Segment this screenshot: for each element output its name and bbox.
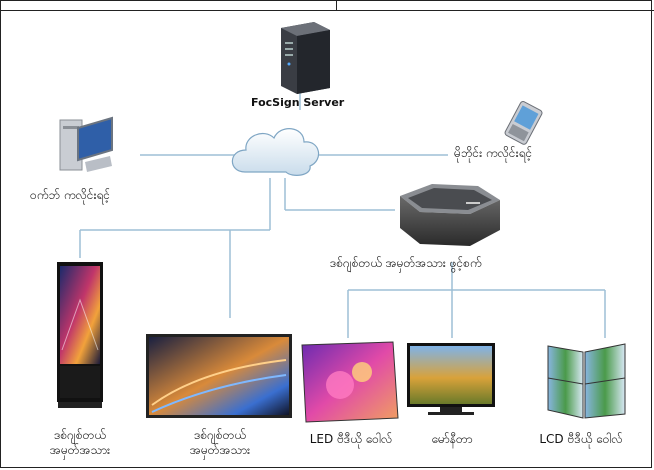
mobile-client-label: မိုဘိုင်း ကလိုင်းရင့်: [454, 146, 533, 160]
output-label-monitor: မော်နီတာ: [431, 432, 473, 446]
connection-lines: [79, 75, 606, 338]
output-label-led-wall: LED ဗီဒီယို ဝေါလ်: [309, 432, 393, 446]
desktop-computer-icon: [59, 116, 113, 172]
media-player-icon: [400, 184, 500, 246]
cloud-icon: [231, 128, 320, 176]
kiosk-display-icon: [57, 262, 103, 408]
output-label-wall: ဒစ်ဂျစ်တယ် အမှတ်အသား: [170, 428, 270, 458]
top-divider: [336, 0, 337, 10]
top-rule: [0, 10, 654, 11]
lcd-wall-icon: [547, 343, 626, 419]
led-wall-icon: [301, 341, 399, 423]
output-label-line1: ဒစ်ဂျစ်တယ်: [194, 428, 246, 442]
output-label-line2: အမှတ်အသား: [49, 443, 111, 457]
output-label-line1: ဒစ်ဂျစ်တယ်: [54, 428, 106, 442]
desktop-client-label: ဝက်ဘ် ကလိုင်းရင့်: [30, 188, 111, 202]
output-label-lcd-wall: LCD ဗီဒီယို ဝေါလ်: [539, 432, 623, 446]
mobile-phone-icon: [504, 101, 543, 145]
monitor-icon: [407, 343, 495, 415]
server-icon: [281, 22, 330, 94]
output-label-kiosk: ဒစ်ဂျစ်တယ် အမှတ်အသား: [30, 428, 130, 458]
wall-display-icon: [146, 334, 292, 418]
player-label: ဒစ်ဂျစ်တယ် အမှတ်အသား ဖွင့်စက်: [330, 256, 482, 270]
output-label-line2: အမှတ်အသား: [189, 443, 251, 457]
server-label: FocSign Server: [251, 96, 345, 109]
